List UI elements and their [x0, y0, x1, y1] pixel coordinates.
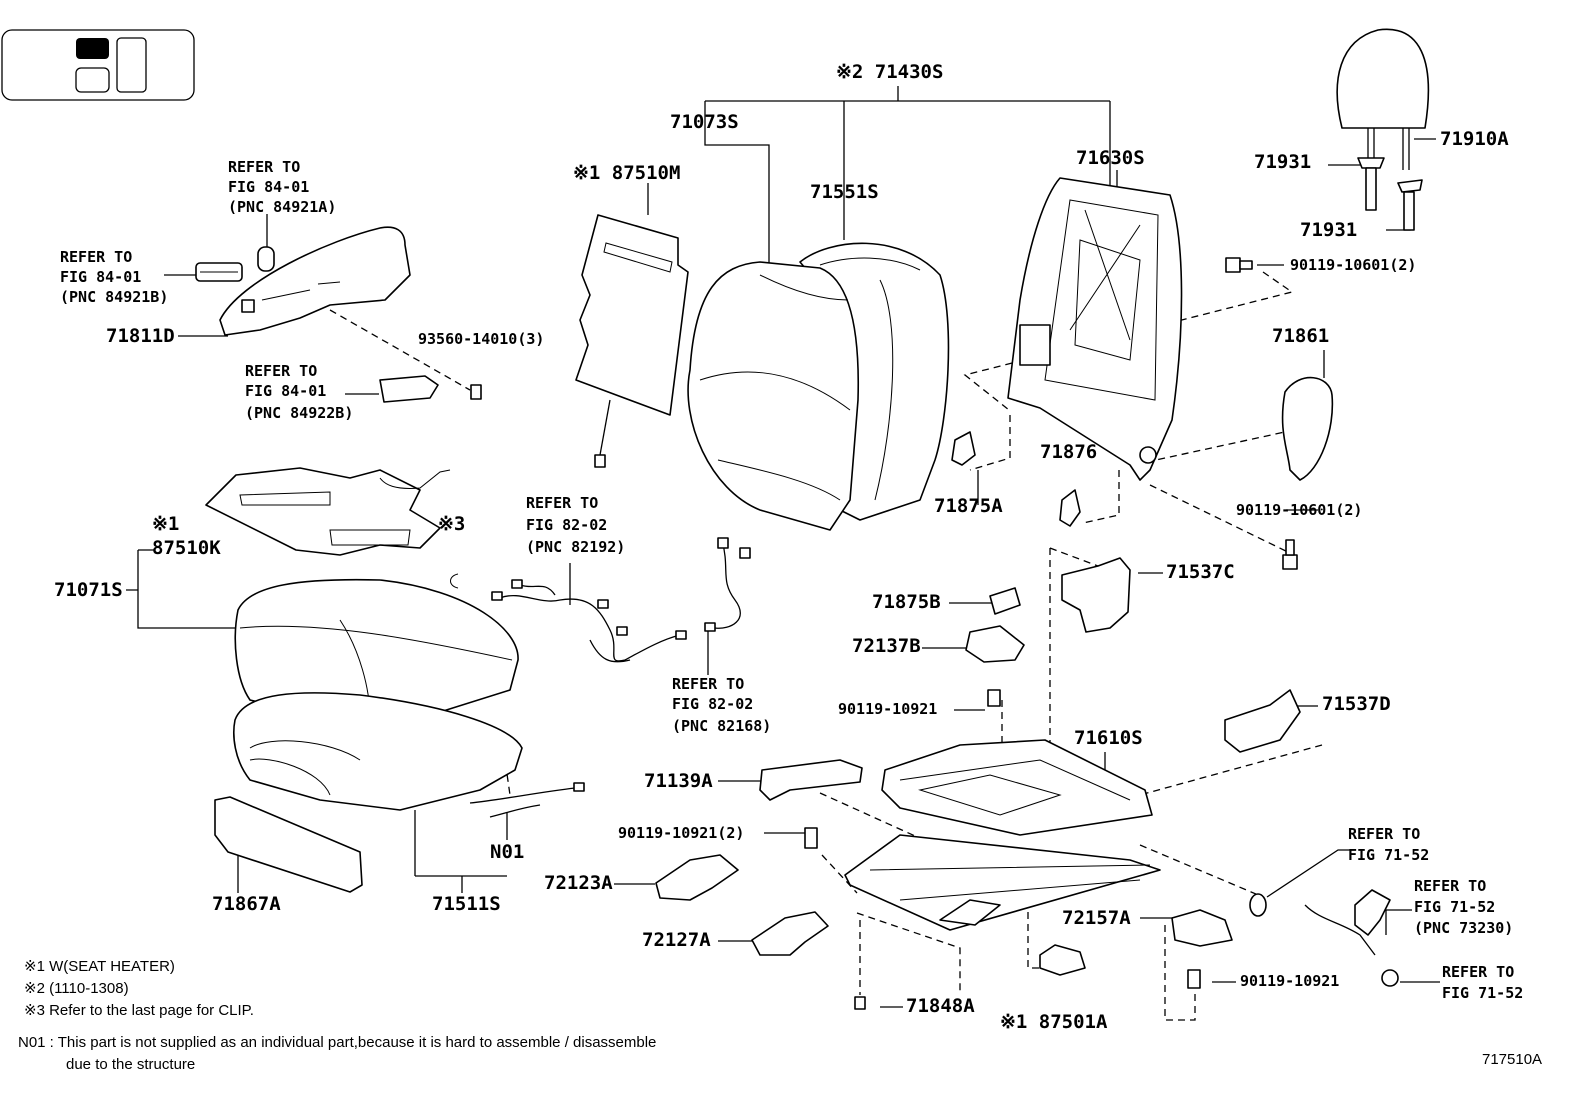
headrest-71910A [1336, 28, 1430, 175]
bracket-71875B [989, 587, 1021, 615]
panel-71867A [214, 796, 363, 893]
shield-cover-71861 [1281, 376, 1334, 481]
label-71430S: ※2 71430S [836, 61, 943, 83]
sensor-87501A [1039, 944, 1086, 976]
switch-84922B [379, 375, 439, 403]
label-71931-a: 71931 [1254, 151, 1311, 173]
label-71848A: 71848A [906, 995, 975, 1017]
label-clip-3: ※3 [438, 513, 465, 535]
part-labels: ※2 71430S 71073S ※1 87510M 71551S 71630S… [54, 61, 1509, 1033]
footnotes: ※1 W(SEAT HEATER) ※2 (1110-1308) ※3 Refe… [18, 958, 1542, 1073]
note-date-range: ※2 (1110-1308) [24, 980, 129, 997]
label-71073S: 71073S [670, 111, 739, 133]
refer-84921B: REFER TO FIG 84-01 (PNC 84921B) [60, 248, 168, 306]
label-71551S: 71551S [810, 181, 879, 203]
label-71876: 71876 [1040, 441, 1097, 463]
wire-N01 [469, 782, 585, 818]
label-71875B: 71875B [872, 591, 941, 613]
note-N01-cont: due to the structure [66, 1056, 195, 1073]
bracket-72137B [965, 625, 1025, 663]
bracket-71876 [1059, 489, 1081, 527]
label-72137B: 72137B [852, 635, 921, 657]
seatback-frame-71630S [1007, 177, 1183, 481]
cover-71537D [1224, 689, 1301, 753]
headrest-support-71931 [1357, 157, 1423, 231]
label-93560-14010: 93560-14010(3) [418, 330, 544, 348]
label-90119-10921-a: 90119-10921 [838, 700, 937, 718]
refer-82168: REFER TO FIG 82-02 (PNC 82168) [672, 675, 771, 735]
refer-82192: REFER TO FIG 82-02 (PNC 82192) [526, 494, 625, 556]
note-clip: ※3 Refer to the last page for CLIP. [24, 1002, 254, 1019]
bracket-71875A [951, 431, 976, 466]
label-71811D: 71811D [106, 325, 175, 347]
label-71910A: 71910A [1440, 128, 1509, 150]
label-90119-10921-b: 90119-10921(2) [618, 824, 744, 842]
label-90119-10601-a: 90119-10601(2) [1290, 256, 1416, 274]
note-seat-heater: ※1 W(SEAT HEATER) [24, 958, 175, 975]
bolt-90119-10601 [1225, 257, 1298, 570]
seat-track [844, 834, 1161, 931]
label-71139A: 71139A [644, 770, 713, 792]
label-87510M: ※1 87510M [573, 162, 680, 184]
switch-knob-84921A [257, 246, 275, 272]
refer-84922B: REFER TO FIG 84-01 (PNC 84922B) [245, 362, 353, 422]
rail-cover-71139A [759, 759, 863, 801]
cover-72157A [1171, 909, 1233, 947]
label-90119-10921-c: 90119-10921 [1240, 972, 1339, 990]
label-87501A: ※1 87501A [1000, 1011, 1108, 1033]
side-shield-71811D [219, 226, 411, 336]
figure-id: 717510A [1482, 1051, 1542, 1068]
refer-71-52-a: REFER TO FIG 71-52 [1348, 825, 1429, 864]
label-71071S: 71071S [54, 579, 123, 601]
refer-71-52-b: REFER TO FIG 71-52 [1442, 963, 1523, 1002]
screw-90119-10921-2 [804, 827, 818, 849]
label-72123A: 72123A [544, 872, 613, 894]
refer-blocks: REFER TO FIG 84-01 (PNC 84921A) REFER TO… [60, 158, 1523, 1002]
screw-90119-10921-b [1187, 969, 1201, 989]
label-71511S: 71511S [432, 893, 501, 915]
switch-knob-84921B [195, 262, 243, 282]
label-71861: 71861 [1272, 325, 1329, 347]
label-N01: N01 [490, 841, 524, 863]
label-71537C: 71537C [1166, 561, 1235, 583]
screw-93560 [470, 384, 482, 400]
cushion-pad-71511S [233, 692, 523, 811]
clip-icon [450, 573, 459, 589]
cushion-heater-87510K [205, 467, 451, 556]
refer-84921A: REFER TO FIG 84-01 (PNC 84921A) [228, 158, 336, 216]
label-71610S: 71610S [1074, 727, 1143, 749]
note-N01: N01 : This part is not supplied as an in… [18, 1034, 656, 1051]
cover-72127A [751, 911, 829, 956]
label-72157A: 72157A [1062, 907, 1131, 929]
label-90119-10601-b: 90119-10601(2) [1236, 501, 1362, 519]
label-87510K-mark: ※1 [152, 513, 179, 535]
seatback-heater-87510M [575, 214, 689, 468]
label-71867A: 71867A [212, 893, 281, 915]
wire-harness-82192 [491, 579, 687, 663]
label-71875A: 71875A [934, 495, 1003, 517]
seat-adjuster-71610S [881, 739, 1153, 836]
refer-73230: REFER TO FIG 71-52 (PNC 73230) [1414, 877, 1513, 937]
cover-72123A [655, 854, 739, 901]
label-87510K: 87510K [152, 537, 221, 559]
label-71931-b: 71931 [1300, 219, 1357, 241]
wire-harness-82168 [704, 537, 751, 632]
label-72127A: 72127A [642, 929, 711, 951]
label-71630S: 71630S [1076, 147, 1145, 169]
cushion-cover-71071S [234, 578, 519, 721]
screw-90119-10921 [987, 689, 1001, 707]
seat-position-icon [1, 29, 195, 101]
seatback-cover-71073S [687, 261, 860, 531]
clip-71848A [854, 996, 866, 1010]
label-71537D: 71537D [1322, 693, 1391, 715]
cover-71537C [1061, 557, 1131, 633]
seat-belt-buckle [1249, 889, 1399, 987]
